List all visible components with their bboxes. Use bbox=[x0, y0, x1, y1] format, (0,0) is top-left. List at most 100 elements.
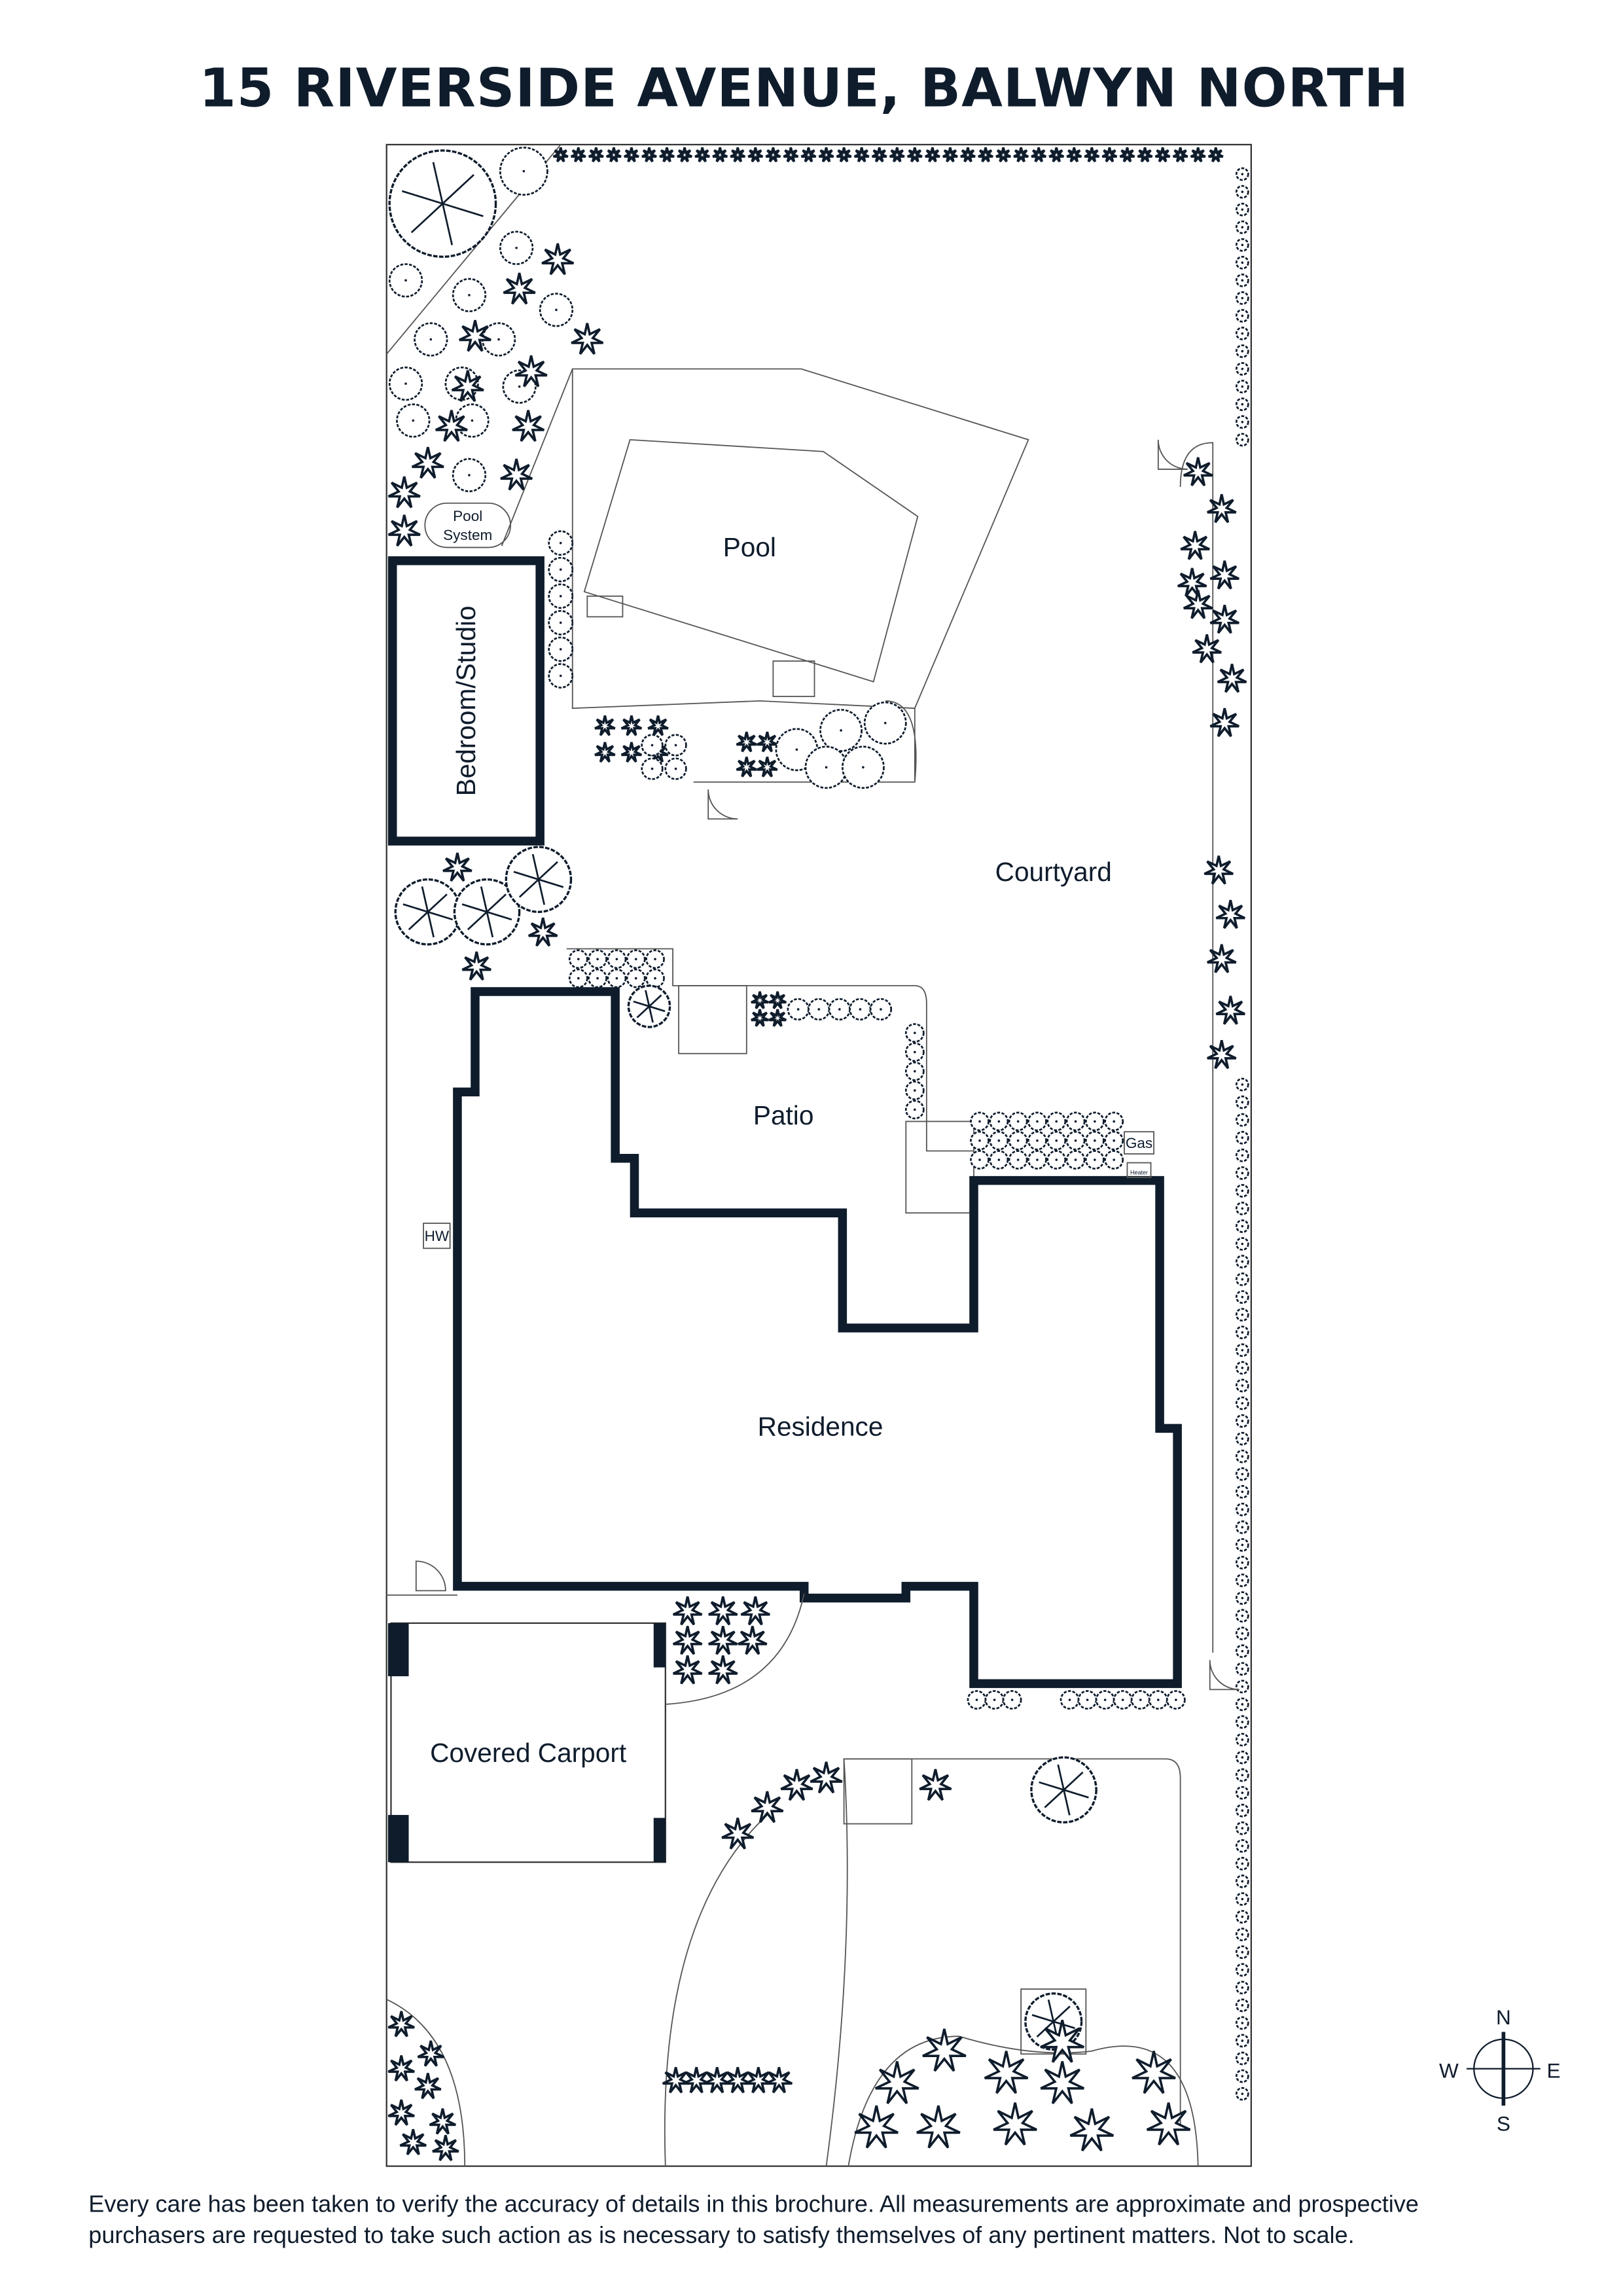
flowering-plant-icon bbox=[1183, 457, 1213, 486]
flowering-plant-icon bbox=[757, 757, 778, 778]
flowering-plant-icon bbox=[1207, 147, 1224, 163]
flowering-plant-icon bbox=[1180, 531, 1210, 560]
flowering-plant-icon bbox=[570, 147, 586, 163]
flowering-plant-icon bbox=[984, 2051, 1029, 2094]
flowering-plant-icon bbox=[1013, 147, 1029, 163]
flowering-plant-icon bbox=[571, 323, 604, 355]
flowering-plant-icon bbox=[757, 731, 778, 753]
door-swing bbox=[1209, 1660, 1240, 1691]
flowering-plant-icon bbox=[747, 147, 764, 163]
flowering-plant-icon bbox=[751, 1791, 784, 1823]
flowering-plant-icon bbox=[995, 147, 1011, 163]
flowering-plant-icon bbox=[1215, 996, 1245, 1025]
flowering-plant-icon bbox=[853, 147, 870, 163]
flowering-plant-icon bbox=[1066, 147, 1082, 163]
garden-bed-edge bbox=[386, 1999, 466, 2166]
flowering-plant-icon bbox=[1209, 560, 1240, 590]
flowering-plant-icon bbox=[871, 147, 887, 163]
compass: N S W E bbox=[1439, 2005, 1560, 2135]
flowering-plant-icon bbox=[672, 1655, 703, 1685]
residence-walls bbox=[453, 987, 1182, 1689]
flowering-plant-icon bbox=[925, 147, 940, 163]
flowering-plant-icon bbox=[451, 370, 484, 403]
garden-bed-edge bbox=[693, 700, 917, 783]
flowering-plant-icon bbox=[960, 147, 976, 163]
heater-unit bbox=[1126, 1162, 1152, 1178]
flowering-plant-icon bbox=[993, 2102, 1037, 2146]
pool bbox=[583, 439, 919, 683]
flowering-plant-icon bbox=[916, 2105, 961, 2149]
flowering-plant-icon bbox=[662, 2067, 690, 2094]
flowering-plant-icon bbox=[1040, 2061, 1084, 2104]
flowering-plant-icon bbox=[677, 147, 692, 163]
flowering-plant-icon bbox=[1207, 493, 1237, 524]
pool-deck bbox=[571, 368, 1029, 709]
flowering-plant-icon bbox=[854, 2105, 899, 2149]
flowering-plant-icon bbox=[907, 147, 923, 163]
courtyard-label: Courtyard bbox=[995, 857, 1112, 887]
flowering-plant-icon bbox=[978, 147, 993, 163]
flowering-plant-icon bbox=[922, 2028, 967, 2072]
flowering-plant-icon bbox=[1209, 708, 1240, 738]
hot-water-label: HW bbox=[425, 1228, 450, 1244]
pool-system-label: System bbox=[443, 527, 492, 543]
flowering-plant-icon bbox=[606, 147, 622, 163]
flowering-plant-icon bbox=[1172, 147, 1188, 163]
flowering-plant-icon bbox=[768, 991, 787, 1009]
disclaimer-line-2: purchasers are requested to take such ac… bbox=[88, 2221, 1354, 2248]
flowering-plant-icon bbox=[889, 147, 905, 163]
flowering-plant-icon bbox=[1217, 664, 1247, 693]
flowering-plant-icon bbox=[461, 951, 491, 981]
flowering-plant-icon bbox=[594, 715, 616, 736]
flowering-plant-icon bbox=[594, 742, 616, 763]
flowering-plant-icon bbox=[387, 2099, 415, 2126]
flowering-plant-icon bbox=[459, 319, 491, 352]
flowering-plant-icon bbox=[800, 147, 817, 163]
carport-post bbox=[387, 1623, 409, 1677]
flowering-plant-icon bbox=[683, 2067, 710, 2094]
disclaimer-line-1: Every care has been taken to verify the … bbox=[88, 2190, 1419, 2217]
flowering-plant-icon bbox=[765, 147, 781, 163]
flowering-plant-icon bbox=[411, 446, 444, 479]
flowering-plant-icon bbox=[942, 147, 958, 163]
driveway-edge bbox=[664, 1593, 1181, 2166]
flowering-plant-icon bbox=[724, 2067, 751, 2094]
flowering-plant-icon bbox=[1040, 2020, 1084, 2063]
site-boundary bbox=[385, 143, 1252, 2167]
flowering-plant-icon bbox=[736, 757, 757, 778]
pool-steps bbox=[586, 595, 624, 618]
flowering-plant-icon bbox=[435, 410, 468, 442]
flowering-plant-icon bbox=[512, 410, 545, 442]
flowering-plant-icon bbox=[1215, 899, 1245, 929]
flowering-plant-icon bbox=[1146, 2102, 1191, 2146]
flowering-plant-icon bbox=[387, 2011, 415, 2037]
flowering-plant-icon bbox=[399, 2128, 427, 2155]
flowering-plant-icon bbox=[620, 715, 643, 736]
pool-system-label: Pool bbox=[453, 508, 482, 524]
door-swing bbox=[707, 789, 738, 820]
flowering-plant-icon bbox=[818, 147, 834, 163]
flowering-plant-icon bbox=[387, 514, 421, 547]
flowering-plant-icon bbox=[783, 147, 799, 163]
flowering-plant-icon bbox=[1154, 147, 1171, 163]
flowering-plant-icon bbox=[780, 1768, 813, 1801]
flowering-plant-icon bbox=[417, 2040, 444, 2067]
flowering-plant-icon bbox=[736, 731, 757, 753]
flowering-plant-icon bbox=[1101, 147, 1118, 163]
flowering-plant-icon bbox=[588, 147, 604, 163]
flowering-plant-icon bbox=[1137, 147, 1153, 163]
garden-edge bbox=[501, 368, 573, 547]
carport-post bbox=[387, 1815, 409, 1863]
compass-west: W bbox=[1439, 2058, 1459, 2082]
flowering-plant-icon bbox=[387, 476, 421, 509]
covered-carport bbox=[390, 1622, 666, 1863]
flowering-plant-icon bbox=[751, 991, 769, 1009]
flowering-plant-icon bbox=[740, 1596, 770, 1626]
flowering-plant-icon bbox=[514, 355, 548, 387]
patio-steps bbox=[678, 985, 747, 1054]
patio-label: Patio bbox=[753, 1100, 814, 1130]
flowering-plant-icon bbox=[387, 2055, 415, 2082]
carport-post bbox=[653, 1623, 666, 1668]
flowering-plant-icon bbox=[647, 715, 669, 736]
